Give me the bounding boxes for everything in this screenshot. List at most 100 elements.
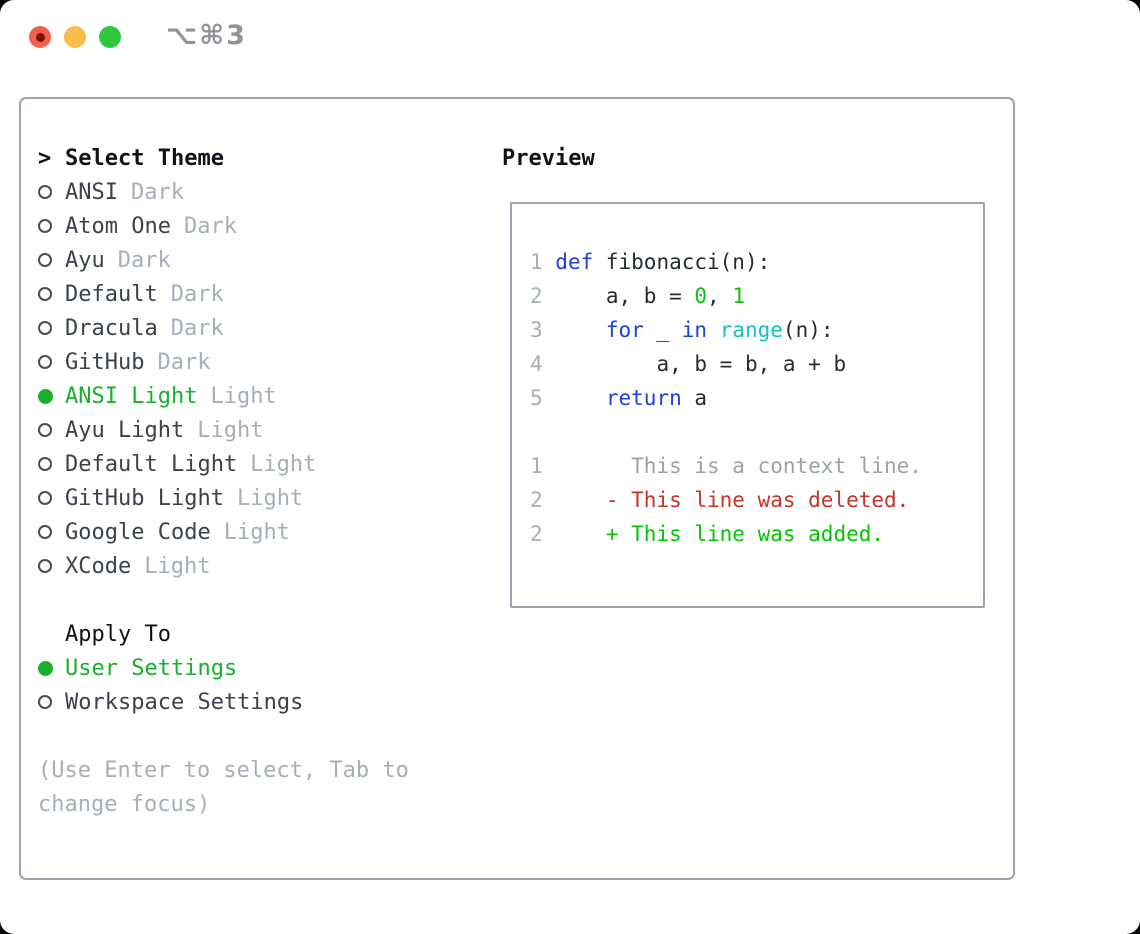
traffic-lights	[29, 26, 121, 48]
preview-title: Preview	[502, 145, 595, 171]
option-variant-label: Dark	[157, 349, 211, 375]
apply-option[interactable]: User Settings	[38, 651, 409, 685]
code-token: This is a context line.	[555, 454, 922, 478]
theme-option[interactable]: Default Dark	[38, 277, 409, 311]
code-token	[555, 386, 606, 410]
spacer	[38, 583, 409, 617]
option-variant-label: Dark	[130, 179, 184, 205]
code-token: - This line was deleted.	[555, 488, 910, 512]
option-variant-label: Light	[197, 417, 264, 443]
option-variant-label: Light	[210, 383, 277, 409]
radio-unselected-icon	[38, 559, 52, 573]
theme-option[interactable]: ANSI Light Light	[38, 379, 409, 413]
close-button[interactable]	[29, 26, 51, 48]
option-label: Atom One	[65, 213, 171, 239]
code-token: a, b =	[555, 284, 695, 308]
option-label: Ayu Light	[65, 417, 185, 443]
radio-unselected-icon	[38, 525, 52, 539]
code-token: fibonacci(n):	[593, 250, 771, 274]
code-token: return	[605, 386, 682, 410]
radio-unselected-icon	[38, 321, 52, 335]
theme-option[interactable]: GitHub Dark	[38, 345, 409, 379]
code-line: 4 a, b = b, a + b	[530, 347, 983, 381]
radio-unselected-icon	[38, 491, 52, 505]
code-token: in	[681, 318, 708, 342]
select-theme-header: > Select Theme	[38, 141, 409, 175]
apply-to-header: Apply To	[38, 617, 409, 651]
keyboard-hint: (Use Enter to select, Tab to change focus…	[38, 753, 409, 821]
minimize-button[interactable]	[64, 26, 86, 48]
theme-option[interactable]: GitHub Light Light	[38, 481, 409, 515]
option-label: ANSI Light	[65, 383, 198, 409]
diff-line: 2 - This line was deleted.	[530, 483, 983, 517]
radio-unselected-icon	[38, 355, 52, 369]
apply-option[interactable]: Workspace Settings	[38, 685, 409, 719]
radio-unselected-icon	[38, 287, 52, 301]
prompt-caret: >	[38, 145, 52, 171]
close-button-dot	[35, 32, 45, 42]
radio-unselected-icon	[38, 457, 52, 471]
option-variant-label: Dark	[170, 281, 224, 307]
option-variant-label: Light	[236, 485, 304, 511]
hint-text: change focus)	[38, 791, 211, 817]
theme-option[interactable]: Dracula Dark	[38, 311, 409, 345]
radio-unselected-icon	[38, 423, 52, 437]
zoom-button[interactable]	[99, 26, 121, 48]
theme-option[interactable]: Ayu Dark	[38, 243, 409, 277]
code-token: ,	[707, 284, 733, 308]
option-label: User Settings	[65, 655, 238, 681]
radio-selected-icon	[38, 388, 53, 404]
option-label: Default Light	[65, 451, 238, 477]
code-token: (n):	[782, 318, 834, 342]
line-number: 1	[530, 454, 556, 478]
option-variant-label: Dark	[183, 213, 237, 239]
theme-option[interactable]: XCode Light	[38, 549, 409, 583]
option-label: ANSI	[65, 179, 118, 205]
option-label: GitHub Light	[65, 485, 224, 511]
code-line: 1 def fibonacci(n):	[530, 245, 983, 279]
radio-unselected-icon	[38, 253, 52, 267]
radio-unselected-icon	[38, 185, 52, 199]
radio-unselected-icon	[38, 219, 52, 233]
line-number: 4	[530, 352, 556, 376]
code-token	[555, 318, 606, 342]
code-token: for	[605, 318, 644, 342]
code-token: range	[719, 318, 783, 342]
code-token: 0	[694, 284, 708, 308]
code-token: a, b = b, a + b	[555, 352, 847, 376]
option-variant-label: Dark	[170, 315, 224, 341]
option-label: Workspace Settings	[65, 689, 304, 715]
option-variant-label: Dark	[117, 247, 171, 273]
option-label: GitHub	[65, 349, 145, 375]
option-variant-label: Light	[144, 553, 211, 579]
radio-unselected-icon	[38, 695, 52, 709]
apply-to-title: Apply To	[65, 621, 171, 647]
option-label: Default	[65, 281, 158, 307]
code-token: a	[681, 386, 708, 410]
option-label: Google Code	[65, 519, 211, 545]
option-variant-label: Light	[223, 519, 290, 545]
option-label: Ayu	[65, 247, 105, 273]
diff-line: 1 This is a context line.	[530, 449, 983, 483]
line-number: 2	[530, 522, 556, 546]
hint-text: (Use Enter to select, Tab to	[38, 757, 409, 783]
theme-option[interactable]: Ayu Light Light	[38, 413, 409, 447]
option-label: Dracula	[65, 315, 158, 341]
theme-option[interactable]: Atom One Dark	[38, 209, 409, 243]
option-label: XCode	[65, 553, 132, 579]
code-token: 1	[732, 284, 745, 308]
theme-option[interactable]: ANSI Dark	[38, 175, 409, 209]
diff-line: 2 + This line was added.	[530, 517, 983, 551]
select-theme-title: Select Theme	[65, 145, 224, 171]
radio-selected-icon	[38, 660, 53, 676]
theme-option[interactable]: Google Code Light	[38, 515, 409, 549]
code-token: _	[643, 318, 682, 342]
